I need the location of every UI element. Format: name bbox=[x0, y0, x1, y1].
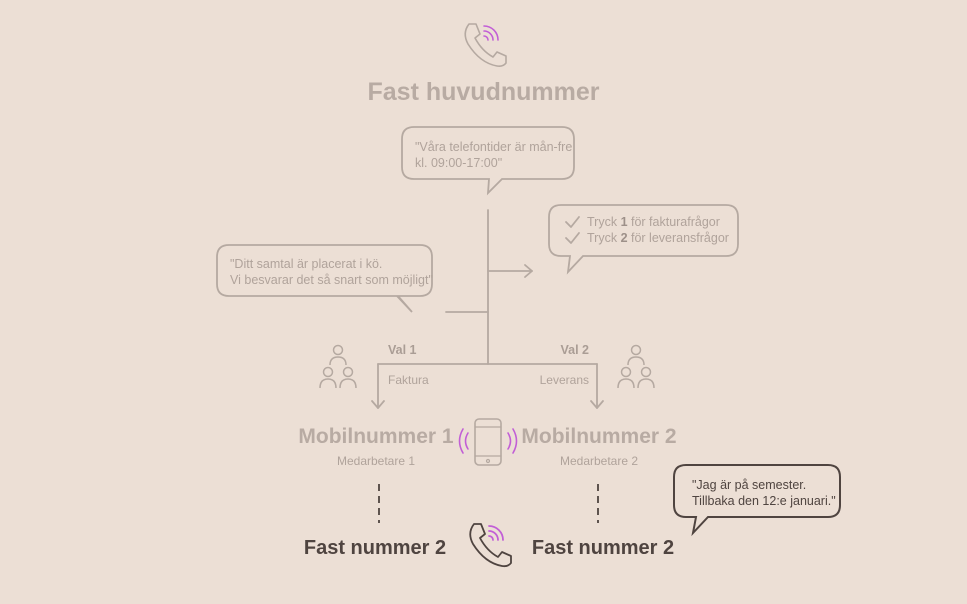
topic-label-left: Faktura bbox=[388, 373, 429, 387]
topic-label-right: Leverans bbox=[539, 373, 589, 387]
queue-message: "Ditt samtal är placerat i kö. Vi besvar… bbox=[230, 257, 433, 287]
people-group-icon bbox=[319, 344, 357, 389]
menu-option-1: Tryck 1 för fakturafrågor bbox=[587, 215, 720, 229]
option-suffix: för leveransfrågor bbox=[627, 231, 729, 245]
employee-label-right: Medarbetare 2 bbox=[559, 454, 639, 468]
phone-ringing-icon bbox=[469, 523, 512, 568]
mobile-vibrating-icon bbox=[458, 418, 518, 466]
fixed-number-right: Fast nummer 2 bbox=[531, 537, 675, 559]
mobile-number-left: Mobilnummer 1 bbox=[298, 425, 454, 448]
vacation-bubble bbox=[673, 464, 841, 537]
mobile-number-right: Mobilnummer 2 bbox=[521, 425, 677, 448]
menu-option-2: Tryck 2 för leveransfrågor bbox=[587, 231, 729, 245]
option-digit: 2 bbox=[620, 231, 628, 245]
option-digit: 1 bbox=[620, 215, 628, 229]
queue-bubble bbox=[216, 244, 433, 313]
choice-label-left: Val 1 bbox=[388, 343, 417, 357]
choice-label-right: Val 2 bbox=[560, 343, 590, 357]
hours-message: "Våra telefontider är mån-fre kl. 09:00-… bbox=[415, 140, 573, 170]
check-icon bbox=[565, 216, 580, 228]
check-icon bbox=[565, 232, 580, 244]
flow-lines bbox=[371, 209, 604, 409]
phone-ringing-icon bbox=[464, 23, 507, 67]
option-suffix: för fakturafrågor bbox=[627, 215, 720, 229]
employee-label-left: Medarbetare 1 bbox=[336, 454, 416, 468]
option-prefix: Tryck bbox=[587, 215, 621, 229]
fixed-number-left: Fast nummer 2 bbox=[303, 537, 447, 559]
vacation-message: "Jag är på semester. Tillbaka den 12:e j… bbox=[692, 478, 836, 508]
hours-bubble bbox=[401, 126, 575, 196]
dashed-connectors bbox=[378, 484, 599, 523]
main-title: Fast huvudnummer bbox=[367, 78, 600, 106]
option-prefix: Tryck bbox=[587, 231, 621, 245]
menu-bubble bbox=[548, 204, 739, 275]
people-group-icon bbox=[617, 344, 655, 389]
